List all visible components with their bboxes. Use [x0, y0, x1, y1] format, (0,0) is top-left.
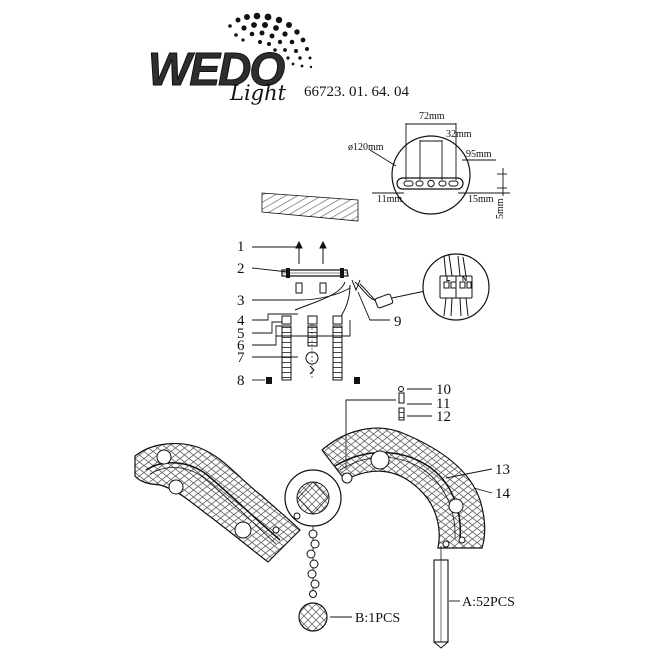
canopy-circle — [391, 135, 471, 215]
logo-dot-swirl — [228, 12, 313, 69]
wire-label-l: L — [446, 276, 451, 283]
callout-4: 4 — [237, 313, 245, 329]
wire-label-n: N — [462, 276, 467, 283]
terminal-block-small — [374, 289, 431, 309]
callout-14: 14 — [495, 486, 511, 502]
dim-11mm: 11mm — [377, 194, 402, 205]
dim-15mm: 15mm — [468, 194, 494, 205]
terminal-detail: L N — [422, 253, 490, 321]
left-arc-fixture — [134, 442, 301, 563]
mounting-plate-detail: ø120mm 72mm 32mm 95mm 11mm 15mm 5mm — [348, 111, 510, 219]
dim-5mm: 5mm — [495, 198, 506, 219]
ceiling-hatch — [261, 192, 359, 222]
callout-1: 1 — [237, 239, 245, 255]
rod-right — [332, 325, 343, 381]
dim-72mm: 72mm — [419, 111, 445, 122]
canopy-plate — [281, 268, 349, 278]
callout-13: 13 — [495, 462, 510, 478]
callout-8: 8 — [237, 373, 245, 389]
crystal-strand-b — [298, 526, 328, 632]
model-number: 66723. 01. 64. 04 — [304, 84, 410, 100]
callout-5: 5 — [237, 326, 245, 342]
dim-32mm: 32mm — [446, 129, 472, 140]
crystal-prism-a — [433, 546, 449, 649]
dim-diameter: ø120mm — [348, 142, 384, 153]
callout-leaders-upper — [251, 246, 390, 381]
brand-logo: WEDO Light — [148, 12, 313, 105]
callout-11: 11 — [436, 396, 450, 412]
rod-left — [281, 325, 292, 381]
callout-3: 3 — [237, 293, 245, 309]
logo-wordmark: WEDO — [148, 43, 285, 95]
callout-leaders-lower — [330, 468, 493, 618]
logo-script: Light — [229, 81, 287, 105]
callout-10: 10 — [436, 382, 451, 398]
center-crystal-ball — [284, 469, 342, 527]
dim-95mm: 95mm — [466, 149, 492, 160]
right-arc-fixture — [321, 427, 486, 549]
callout-numbers-upper: 1 2 3 4 5 6 7 8 9 — [237, 239, 402, 389]
callout-2: 2 — [237, 261, 245, 277]
part-b-label: B:1PCS — [355, 611, 400, 626]
callout-7: 7 — [237, 350, 245, 366]
callout-9: 9 — [394, 314, 402, 330]
part-a-label: A:52PCS — [462, 595, 515, 610]
callout-12: 12 — [436, 409, 451, 425]
screws-and-anchors — [295, 240, 327, 294]
small-hardware — [398, 386, 432, 421]
callout-6: 6 — [237, 338, 245, 354]
pendant-ball-b — [298, 602, 328, 632]
